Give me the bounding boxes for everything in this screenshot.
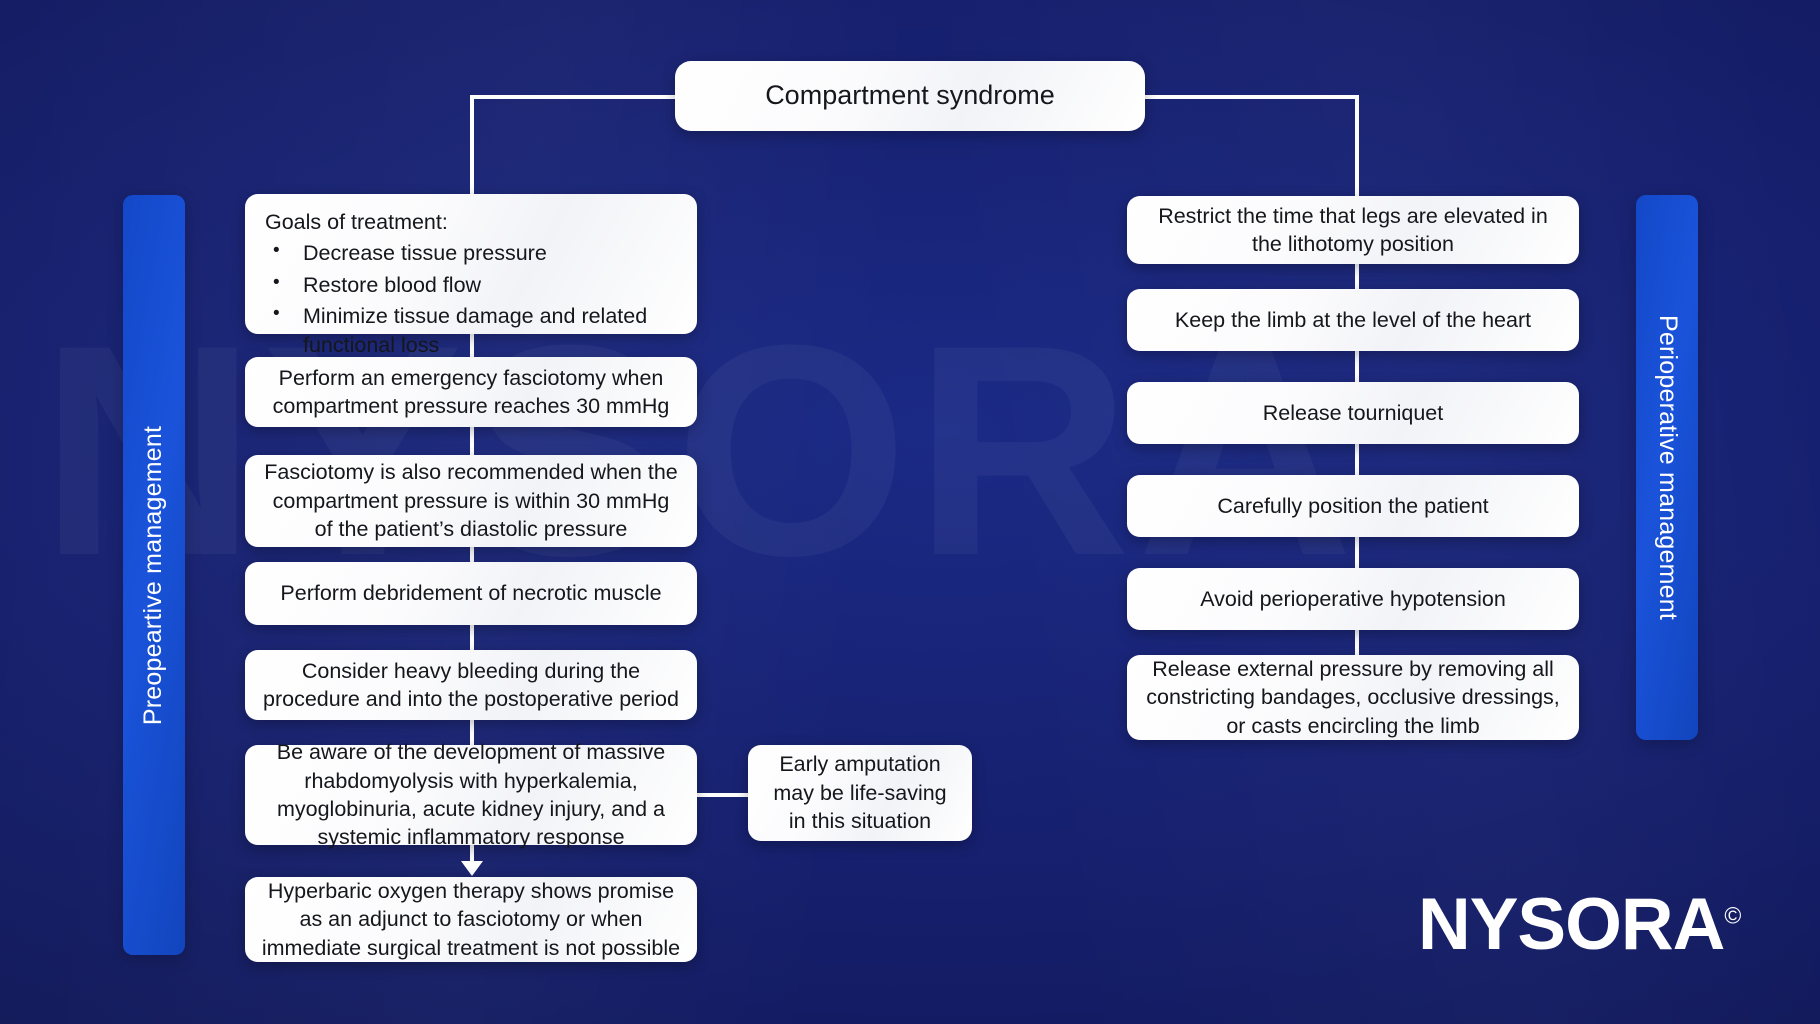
goals-heading: Goals of treatment: [265,210,448,234]
node-goals-of-treatment: Goals of treatment: Decrease tissue pres… [245,194,697,357]
list-item: Minimize tissue damage and related funct… [265,301,679,359]
rail-preoperative-management: Preopeartive management [123,195,185,955]
node-debridement-necrotic-muscle: Perform debridement of necrotic muscle [245,562,697,625]
rail-perioperative-management: Perioperative management [1636,195,1698,740]
node-heavy-bleeding: Consider heavy bleeding during the proce… [245,650,697,720]
list-item: Decrease tissue pressure [265,238,679,267]
connector-title-to-right [1142,95,1359,99]
goals-bullet-list: Decrease tissue pressure Restore blood f… [265,238,679,359]
node-emergency-fasciotomy: Perform an emergency fasciotomy when com… [245,357,697,427]
rail-preoperative-label: Preopeartive management [139,425,168,725]
node-rhabdomyolysis: Be aware of the development of massive r… [245,740,697,849]
node-hyperbaric-oxygen: Hyperbaric oxygen therapy shows promise … [245,877,697,962]
nysora-logo: NYSORA© [1418,888,1741,961]
node-position-patient: Carefully position the patient [1127,475,1579,537]
node-release-tourniquet: Release tourniquet [1127,382,1579,444]
connector-title-to-left [470,95,682,99]
node-restrict-lithotomy-time: Restrict the time that legs are elevated… [1127,196,1579,264]
node-limb-level-of-heart: Keep the limb at the level of the heart [1127,289,1579,351]
connector-rhabdo-to-amputation [696,793,752,797]
node-avoid-hypotension: Avoid perioperative hypotension [1127,568,1579,630]
nysora-wordmark: NYSORA [1418,884,1725,965]
page-title: Compartment syndrome [675,61,1145,131]
list-item: Restore blood flow [265,270,679,299]
node-fasciotomy-within-30mmhg: Fasciotomy is also recommended when the … [245,455,697,547]
connector-rhabdo-to-hyperbaric [470,845,474,867]
arrow-down-icon [461,861,483,876]
node-early-amputation: Early amputation may be life-saving in t… [748,745,972,841]
copyright-mark: © [1724,902,1742,929]
rail-perioperative-label: Perioperative management [1653,315,1682,620]
node-release-external-pressure: Release external pressure by removing al… [1127,655,1579,740]
